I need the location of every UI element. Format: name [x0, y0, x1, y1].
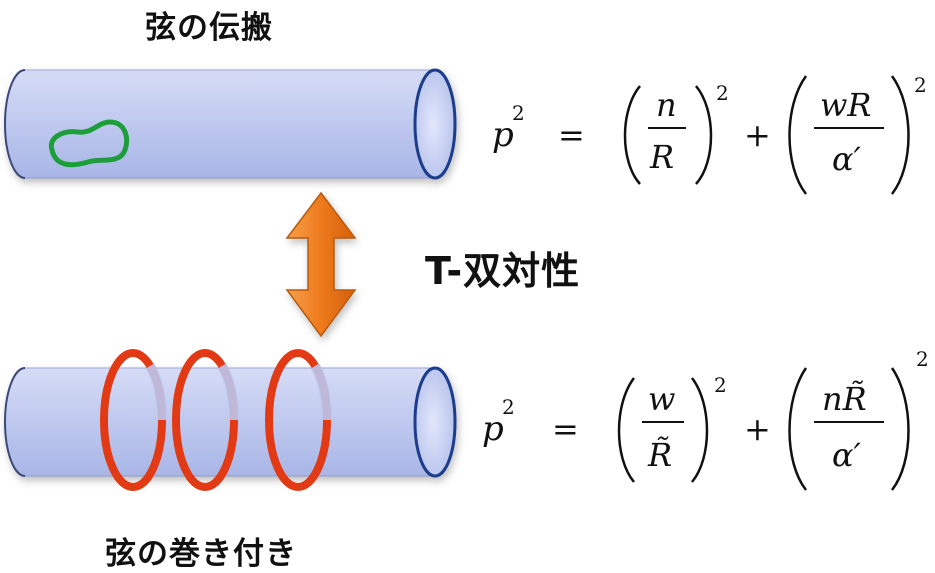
formula-bottom-term1-num: w	[648, 380, 675, 418]
formula-top-term2-num: wR	[820, 86, 871, 124]
formula-top-term1-num: n	[656, 86, 677, 124]
formula-top-equals: =	[558, 116, 585, 154]
formula-bottom: p 2 = w R̃ 2 + nR̃ α′ 2	[482, 347, 929, 491]
top-cylinder	[4, 68, 457, 180]
duality-arrow	[285, 191, 357, 338]
formula-bottom-lhs: p	[482, 409, 504, 449]
winding-ring-1	[100, 349, 167, 491]
formula-bottom-term1-exp: 2	[714, 373, 727, 397]
formula-bottom-term2-exp: 2	[916, 347, 929, 371]
propagation-title: 弦の伝搬	[145, 10, 273, 46]
formula-top-term2-den: α′	[832, 140, 862, 178]
formula-bottom-term1-den: R̃	[647, 436, 672, 474]
t-duality-label: T-双対性	[425, 249, 581, 293]
formula-top-plus: +	[744, 116, 771, 154]
formula-bottom-term2-den: α′	[832, 436, 862, 474]
formula-top-lhs: p	[492, 115, 514, 155]
formula-bottom-equals: =	[552, 410, 579, 448]
winding-ring-3	[265, 349, 332, 491]
winding-title: 弦の巻き付き	[105, 536, 297, 572]
formula-bottom-plus: +	[744, 410, 771, 448]
formula-bottom-term2-num: nR̃	[822, 380, 867, 418]
formula-top: p 2 = n R 2 + wR α′ 2	[492, 73, 927, 195]
formula-top-term2-exp: 2	[914, 73, 927, 97]
formula-top-term1-exp: 2	[716, 81, 729, 105]
formula-top-lhs-exp: 2	[512, 101, 525, 125]
closed-string-loop	[48, 119, 130, 168]
formula-bottom-lhs-exp: 2	[502, 395, 515, 419]
winding-ring-2	[172, 349, 239, 491]
formula-top-term1-den: R	[649, 138, 674, 176]
